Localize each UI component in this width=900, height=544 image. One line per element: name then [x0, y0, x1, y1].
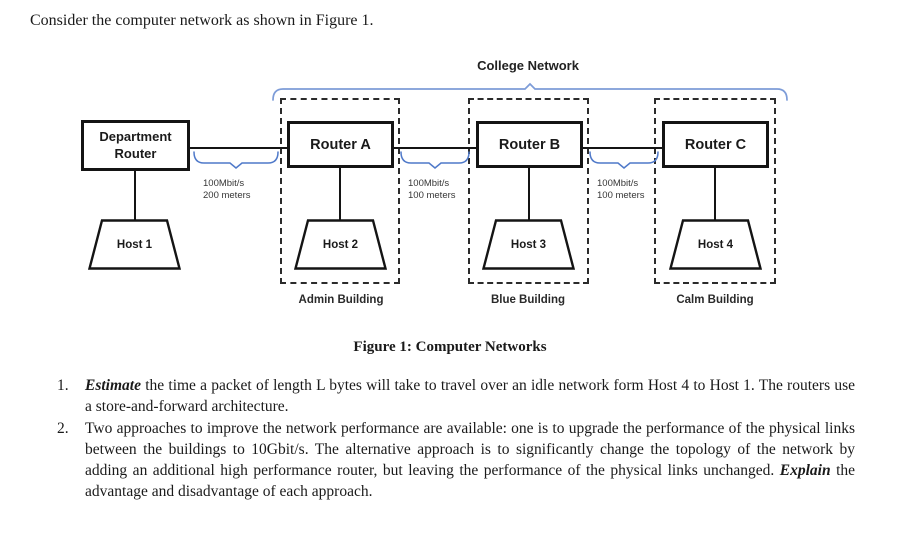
link-2-speed: 100Mbit/s — [408, 178, 450, 189]
college-network-brace — [272, 82, 788, 101]
link-routerc-host4 — [714, 167, 716, 220]
router-c-box: Router C — [662, 121, 769, 168]
link-2-distance: 100 meters — [408, 189, 456, 201]
question-list: 1. Estimate the time a packet of length … — [57, 375, 857, 503]
question-2-number: 2. — [57, 420, 69, 437]
question-2-text: Two approaches to improve the network pe… — [85, 420, 856, 500]
link-1-distance: 200 meters — [203, 189, 251, 201]
question-item-1: 1. Estimate the time a packet of length … — [57, 375, 857, 417]
link-3-distance: 100 meters — [597, 189, 645, 201]
host-3-label: Host 3 — [510, 238, 547, 251]
department-router-box: Department Router — [81, 120, 190, 171]
link-routera-host2 — [339, 167, 341, 220]
building-calm-label: Calm Building — [676, 294, 754, 306]
link-1-speed: 100Mbit/s — [203, 178, 245, 189]
link-2-brace — [400, 151, 470, 169]
host-3-shape: Host 3 — [482, 219, 575, 270]
host-1-shape: Host 1 — [88, 219, 181, 270]
router-a-box: Router A — [287, 121, 394, 168]
question-item-2: 2. Two approaches to improve the network… — [57, 418, 857, 502]
building-admin-box — [280, 98, 400, 284]
host-4-label: Host 4 — [697, 238, 734, 251]
college-network-label: College Network — [477, 58, 579, 73]
host-1-label: Host 1 — [116, 238, 153, 251]
link-3-label: 100Mbit/s 100 meters — [597, 178, 645, 201]
network-diagram: College Network Department Router Router… — [81, 58, 788, 306]
host-2-label: Host 2 — [322, 238, 359, 251]
link-dept-host1 — [134, 170, 136, 220]
figure-caption: Figure 1: Computer Networks — [353, 339, 547, 355]
question-1-text: Estimate the time a packet of length L b… — [85, 377, 855, 415]
link-3-speed: 100Mbit/s — [597, 178, 639, 189]
link-routerb-host3 — [528, 167, 530, 220]
router-b-box: Router B — [476, 121, 583, 168]
backbone-link-line — [190, 147, 664, 149]
host-4-shape: Host 4 — [669, 219, 762, 270]
link-3-brace — [589, 151, 659, 169]
host-2-shape: Host 2 — [294, 219, 387, 270]
building-admin-label: Admin Building — [298, 294, 384, 306]
link-1-brace — [193, 151, 279, 169]
question-1-number: 1. — [57, 377, 69, 394]
building-blue-label: Blue Building — [490, 294, 566, 306]
building-blue-box — [468, 98, 589, 284]
link-2-label: 100Mbit/s 100 meters — [408, 178, 456, 201]
link-1-label: 100Mbit/s 200 meters — [203, 178, 251, 201]
building-calm-box — [654, 98, 776, 284]
intro-text: Consider the computer network as shown i… — [30, 12, 374, 29]
